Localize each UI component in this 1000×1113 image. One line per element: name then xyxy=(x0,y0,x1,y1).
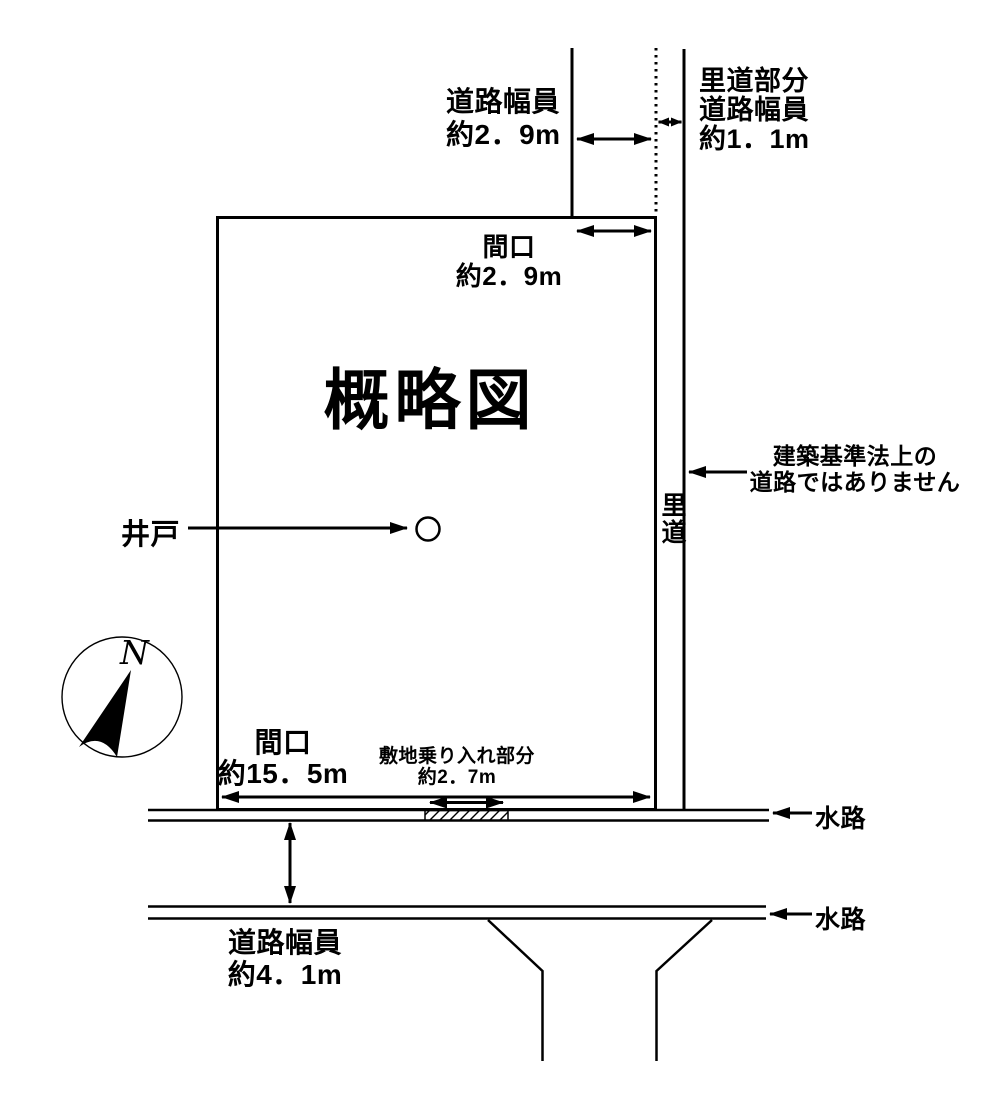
compass-north-label: N xyxy=(120,633,150,672)
waterway-lines xyxy=(148,808,769,920)
plot-outline xyxy=(216,216,657,811)
south-road-lines xyxy=(487,919,713,1061)
south-road-width-label: 道路幅員 約4．1m xyxy=(227,927,343,990)
satomichi-name-label: 里道 xyxy=(658,492,686,546)
dimension-arrows xyxy=(221,117,682,904)
driveway-label: 敷地乗り入れ部分 約2．7m xyxy=(378,746,535,788)
compass-circle xyxy=(61,636,183,758)
south-frontage-label: 間口 約15．5m xyxy=(217,727,349,789)
compass xyxy=(61,636,183,758)
north-frontage-label: 間口 約2．9m xyxy=(455,232,563,291)
north-road-lines xyxy=(570,48,686,810)
well-label: 井戸 xyxy=(121,519,181,551)
well-marker-circle xyxy=(415,516,441,542)
waterway-bottom-label: 水路 xyxy=(815,906,867,934)
satomichi-width-label: 里道部分 道路幅員 約1．1m xyxy=(699,66,810,154)
driveway-hatch xyxy=(424,809,509,822)
waterway-top-label: 水路 xyxy=(815,805,867,833)
pointer-arrows xyxy=(188,466,812,920)
north-road-width-label: 道路幅員 約2．9m xyxy=(446,86,561,150)
building-standards-note: 建築基準法上の 道路ではありません xyxy=(749,443,961,495)
page-title: 概略図 xyxy=(323,363,537,437)
compass-needle xyxy=(79,670,131,757)
